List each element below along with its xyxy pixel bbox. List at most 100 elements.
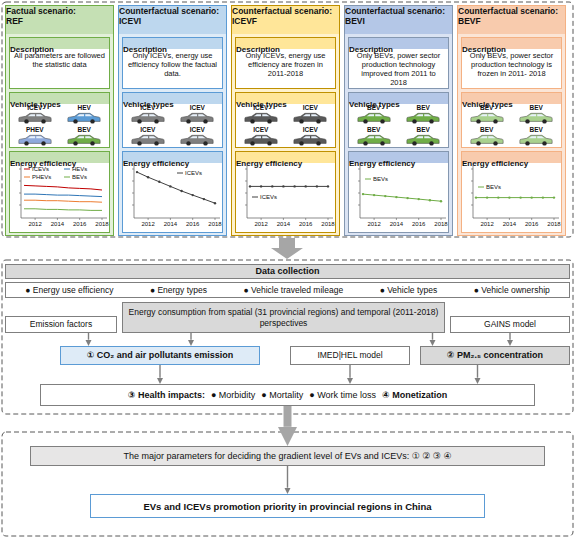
- chart-tick: [374, 218, 375, 220]
- series-label: HEVs: [72, 165, 87, 173]
- series-label: ICEVs: [260, 193, 277, 201]
- legend-sample: [24, 169, 30, 170]
- chart: 2012201420162018BEVs: [349, 163, 448, 232]
- efficiency-box: Energy efficiency2012201420162018BEVs: [461, 151, 562, 233]
- box-text: ● Mortality: [261, 390, 303, 401]
- data-point: [542, 196, 544, 198]
- data-point: [260, 185, 262, 187]
- car-icon: [293, 134, 327, 146]
- chart-tick: [358, 193, 360, 194]
- chart: 2012201420162018ICEVsHEVsPHEVsBEVs: [10, 163, 109, 232]
- car-window: [488, 114, 495, 116]
- data-line: [476, 197, 554, 198]
- axis-tick-label: 2016: [183, 220, 203, 228]
- car-wheel: [24, 141, 28, 145]
- car-icon: [244, 134, 278, 146]
- car-window: [262, 136, 269, 138]
- connector-arrow: [477, 365, 478, 378]
- car-icon: [18, 134, 52, 146]
- description-text: All parameters are followed the statisti…: [13, 51, 106, 69]
- car-wheel: [24, 119, 28, 123]
- description-box: DescriptionOnly BEVs, power sector produ…: [461, 37, 562, 89]
- vehicle-label: BEV: [60, 126, 110, 134]
- section-header-band: Energy efficiency: [10, 152, 109, 163]
- description-text: Only BEVs, power sector production techn…: [352, 51, 445, 87]
- car-window: [538, 136, 545, 138]
- car-wheel: [154, 119, 158, 123]
- car-wheel: [267, 141, 271, 145]
- car-wheel: [204, 119, 208, 123]
- box-text: ③ Health impacts:: [128, 390, 205, 401]
- data-point: [249, 185, 251, 187]
- data-point: [169, 185, 171, 187]
- vehicle-grid: BEVBEVBEVBEV: [462, 104, 561, 147]
- description-box: DescriptionOnly BEVs, power sector produ…: [348, 37, 449, 89]
- process-box: Emission factors: [5, 316, 117, 333]
- section-header-band: Vehicle types: [123, 93, 222, 104]
- description-body: Only ICEVs, energy use efficiency follow…: [123, 49, 222, 80]
- data-line: [363, 194, 441, 201]
- chart-tick: [471, 169, 473, 170]
- vehicle-label: ICEV: [173, 104, 223, 112]
- chart-tick: [148, 218, 149, 220]
- box-text: IMED|HEL model: [317, 350, 382, 361]
- vehicle-cell: PHEV: [10, 126, 60, 147]
- section-header-band: Counterfactual scenario: ICEVF: [232, 6, 339, 34]
- data-point: [158, 181, 160, 183]
- vehicle-cell: BEV: [512, 104, 562, 125]
- axis-tick-label: 2018: [544, 220, 564, 228]
- section-header-band: Vehicle types: [236, 93, 335, 104]
- legend-sample: [177, 173, 183, 174]
- box-text: Data collection: [255, 266, 319, 277]
- vehicle-label: ICEV: [286, 104, 336, 112]
- description-text: Only ICEVs, energy use efficiency are fr…: [239, 51, 332, 78]
- chart-tick: [245, 205, 247, 206]
- vehicle-label: ICEV: [123, 126, 173, 134]
- series-label: BEVs: [486, 183, 501, 191]
- vehicle-label: BEV: [462, 126, 512, 134]
- chart-axis: [473, 218, 559, 219]
- connector-arrow: [88, 333, 89, 340]
- data-point: [293, 185, 295, 187]
- data-point: [508, 196, 510, 198]
- data-point: [203, 198, 205, 200]
- chart-tick: [215, 218, 216, 220]
- chart-tick: [57, 218, 58, 220]
- car-wheel: [204, 141, 208, 145]
- chart-tick: [102, 218, 103, 220]
- data-point: [192, 194, 194, 196]
- car-window: [28, 136, 35, 138]
- car-wheel: [91, 141, 95, 145]
- series-label: BEVs: [373, 175, 388, 183]
- section-header-band: Description: [236, 38, 335, 49]
- chart: 2012201420162018BEVs: [462, 163, 561, 232]
- section-header-band: Factual scenario: REF: [6, 6, 113, 34]
- vehicle-cell: ICEV: [236, 104, 286, 125]
- vehicle-types-box: Vehicle typesICEVICEVICEVICEV: [235, 92, 336, 148]
- chart-axis: [134, 165, 135, 218]
- description-text: Only ICEVs, energy use efficiency follow…: [126, 51, 219, 78]
- car-icon: [406, 112, 440, 124]
- series-label: ICEVs: [32, 165, 49, 173]
- box-text: ① CO₂ and air pollutants emission: [87, 350, 234, 361]
- block-arrow: [271, 238, 303, 259]
- connector-arrow: [349, 365, 350, 378]
- process-box: ② PM₂.₅ concentration: [420, 346, 570, 365]
- car-window: [190, 136, 197, 138]
- box-text: EVs and ICEVs promotion priority in prov…: [143, 501, 431, 512]
- vehicle-label: HEV: [60, 104, 110, 112]
- vehicle-label: BEV: [512, 104, 562, 112]
- box-text: ● Work time loss: [309, 390, 376, 401]
- car-window: [254, 114, 261, 116]
- scenario-column: Factual scenario: REFDescriptionAll para…: [5, 5, 114, 236]
- car-wheel: [137, 119, 141, 123]
- chart: 2012201420162018ICEVs: [236, 163, 335, 232]
- data-point: [475, 196, 477, 198]
- efficiency-box: Energy efficiency2012201420162018BEVs: [348, 151, 449, 233]
- data-line: [250, 186, 328, 187]
- box-text: ● Energy types: [150, 285, 207, 296]
- car-window: [425, 136, 432, 138]
- car-wheel: [137, 141, 141, 145]
- car-wheel: [74, 141, 78, 145]
- car-wheel: [300, 119, 304, 123]
